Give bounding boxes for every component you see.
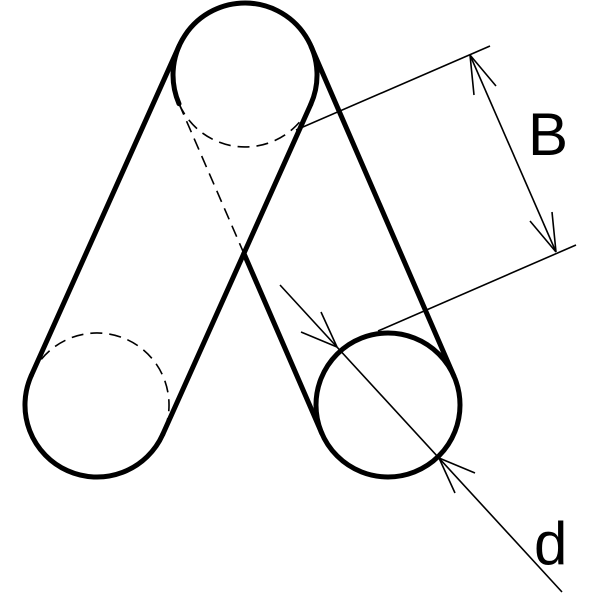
bottom-left-loop-visible-outline — [22, 373, 166, 480]
b-dimension-line — [469, 54, 557, 253]
b-arrowhead-top — [469, 54, 497, 96]
top-loop-hidden-outline — [178, 103, 312, 148]
b-label: B — [528, 101, 568, 168]
d-dimension-line — [279, 284, 563, 593]
b-arrowhead-bottom — [529, 211, 557, 253]
wire-cross-section — [313, 330, 463, 480]
b-extension-line-upper — [295, 45, 491, 131]
right-tube-outer-edge — [308, 43, 457, 379]
right-tube-inner-edge — [241, 250, 325, 437]
top-loop-visible-outline — [170, 0, 320, 107]
d-label: d — [534, 510, 567, 577]
bottom-left-loop-hidden-outline — [30, 332, 170, 435]
left-tube-inner-edge — [160, 102, 314, 437]
d-arrowhead-lower — [438, 457, 476, 494]
d-arrowhead-upper — [300, 311, 338, 348]
right-tube-inner-edge-hidden — [178, 103, 245, 254]
left-tube-outer-edge — [28, 43, 182, 378]
b-extension-line-lower — [377, 244, 577, 332]
